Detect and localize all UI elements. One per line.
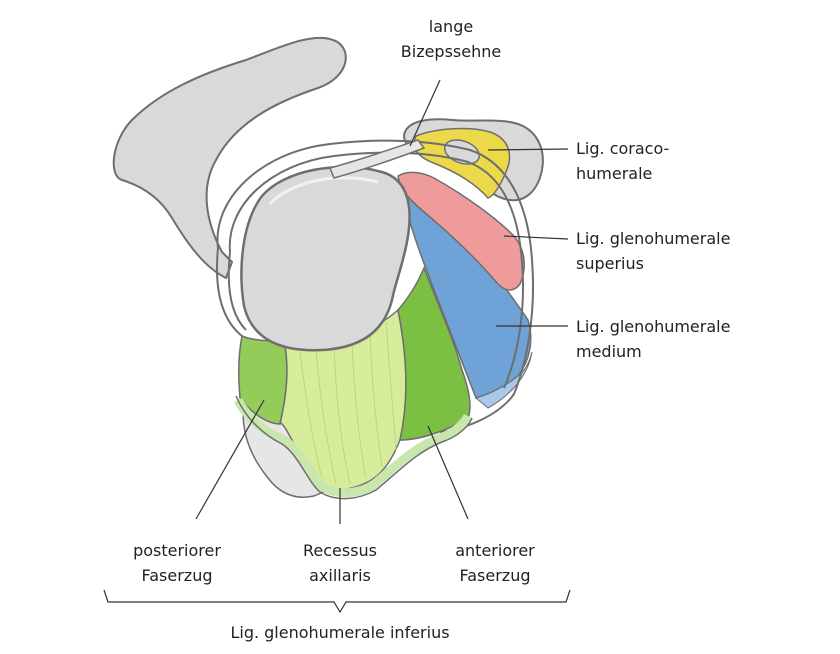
label-posteriorer-faserzug: posteriorer Faserzug: [112, 538, 242, 588]
label-lig-glenohumerale-medium: Lig. glenohumerale medium: [576, 314, 730, 364]
label-lig-coracohumerale: Lig. coraco- humerale: [576, 136, 669, 186]
label-coracohumerale-line2: humerale: [576, 161, 669, 186]
label-anterior-line1: anteriorer: [430, 538, 560, 563]
label-inferius: Lig. glenohumerale inferius: [190, 620, 490, 645]
label-recessus-line1: Recessus: [280, 538, 400, 563]
label-superius-line1: Lig. glenohumerale: [576, 226, 730, 251]
label-medium-line2: medium: [576, 339, 730, 364]
label-biceps-line1: lange: [398, 14, 504, 39]
label-biceps-line2: Bizepssehne: [398, 39, 504, 64]
label-lange-bizepssehne: lange Bizepssehne: [398, 14, 504, 64]
label-superius-line2: superius: [576, 251, 730, 276]
label-lig-glenohumerale-superius: Lig. glenohumerale superius: [576, 226, 730, 276]
label-medium-line1: Lig. glenohumerale: [576, 314, 730, 339]
label-recessus-axillaris: Recessus axillaris: [280, 538, 400, 588]
label-lig-glenohumerale-inferius: Lig. glenohumerale inferius: [190, 620, 490, 645]
label-posterior-line1: posteriorer: [112, 538, 242, 563]
leader-posterior: [196, 400, 264, 519]
label-recessus-line2: axillaris: [280, 563, 400, 588]
label-anteriorer-faserzug: anteriorer Faserzug: [430, 538, 560, 588]
label-anterior-line2: Faserzug: [430, 563, 560, 588]
label-posterior-line2: Faserzug: [112, 563, 242, 588]
label-coracohumerale-line1: Lig. coraco-: [576, 136, 669, 161]
inferius-brace: [104, 590, 570, 612]
